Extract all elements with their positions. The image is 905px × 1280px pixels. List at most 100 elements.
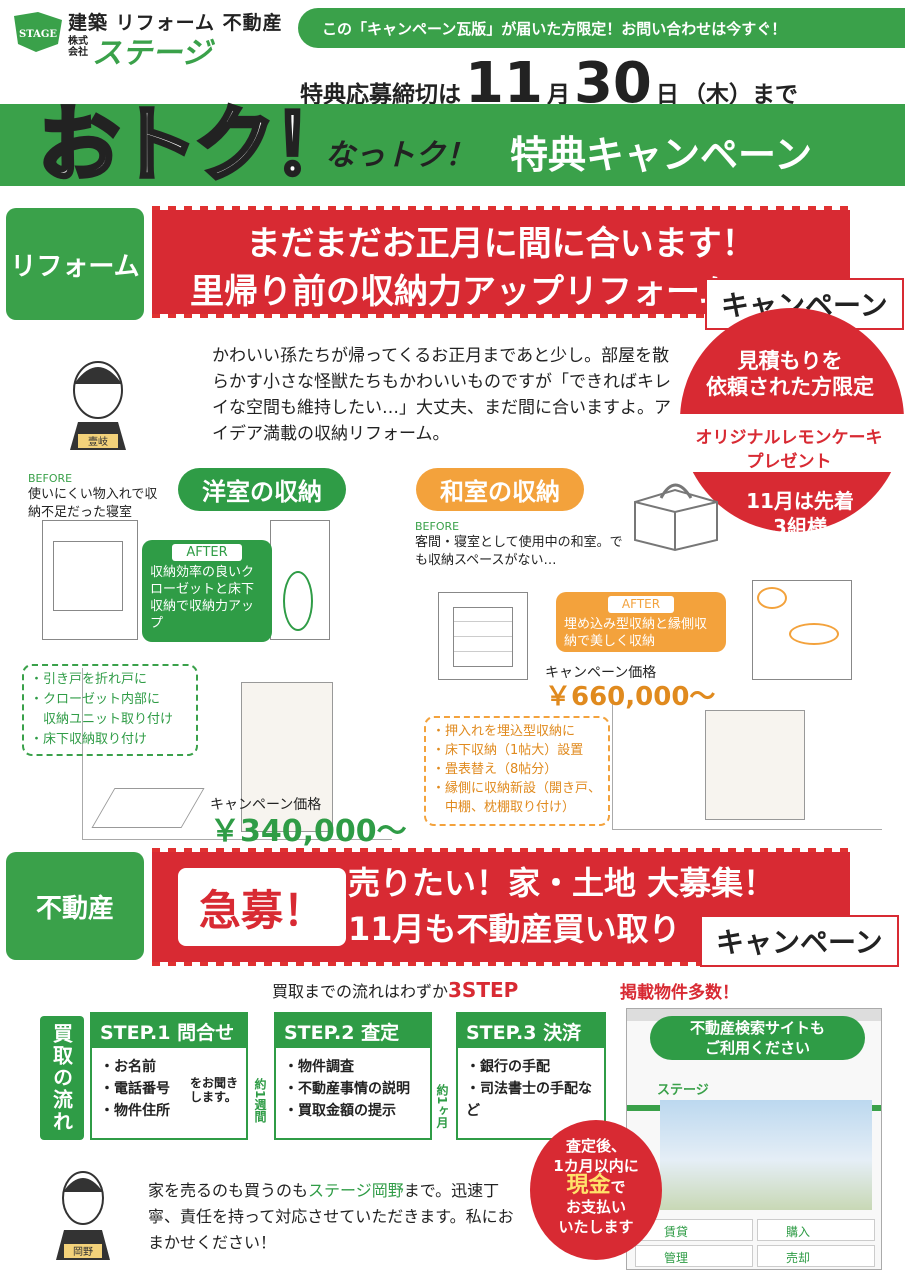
offer-line6: 3組様 — [773, 515, 827, 539]
floor-plan-before-youshitsu — [42, 520, 138, 640]
after-label-washitsu: AFTER — [608, 596, 674, 613]
fudosan-banner-line1: 売りたい！家・土地 大募集！ — [348, 864, 776, 902]
offer-badge — [676, 308, 905, 532]
after-box-washitsu: AFTER 埋め込み型収納と縁側収納で美しく収納 — [556, 592, 726, 652]
step2-body: ・物件調査 ・不動産事情の説明 ・買取金額の提示 — [276, 1048, 430, 1130]
site-menu-item: 賃貸 — [635, 1219, 753, 1241]
reform-banner-line2: 里帰り前の収納力アップリフォーム — [190, 272, 733, 312]
staff-portrait-iki: 壹岐 — [70, 361, 126, 450]
list-item: ・電話番号 — [100, 1081, 170, 1097]
after-text-youshitsu: 収納効率の良いクローゼットと床下収納で収納力アップ — [150, 565, 255, 631]
fudosan-message: 家を売るのも買うのもステージ岡野まで。迅速丁寧、責任を持って対応させていただきま… — [148, 1178, 518, 1256]
fudosan-campaign-tag: キャンペーン — [700, 915, 899, 967]
flow-heading-em: 3STEP — [448, 978, 519, 1002]
title-bar — [0, 104, 905, 186]
banner-stripe-top — [152, 848, 850, 852]
deadline-day-unit: 日 — [655, 82, 679, 108]
offer-line1: 見積もりを — [737, 349, 843, 373]
after-label-youshitsu: AFTER — [172, 544, 242, 561]
message-em: ステージ岡野 — [308, 1181, 404, 1200]
price-label-washitsu: キャンペーン価格 — [545, 665, 657, 681]
payment-line2: 1カ月以内に — [553, 1157, 639, 1175]
logo-company-name: ステージ — [92, 36, 212, 71]
message-pre: 家を売るのも買うのも — [148, 1181, 309, 1200]
payment-badge — [530, 1120, 662, 1260]
deadline-day: 30 — [573, 51, 652, 116]
nattoku-heading: なっトク！ — [325, 138, 475, 173]
list-item: ・縁側に収納新設（開き戸、 — [432, 781, 602, 796]
list-item: ・物件調査 — [284, 1059, 354, 1075]
offer-line4: プレゼント — [746, 452, 832, 472]
step1-note: をお聞きします。 — [190, 1076, 239, 1104]
payment-text-bottom: 現金で お支払い いたします — [530, 1173, 662, 1237]
list-item: 中棚、枕棚取り付け） — [432, 800, 576, 815]
flow-heading-text: 買取までの流れはわずか — [272, 982, 449, 1001]
floor-plan-after-washitsu — [752, 580, 852, 680]
banner-stripe-top — [152, 206, 850, 210]
before-label-washitsu: BEFORE — [415, 520, 460, 533]
offer-text: 見積もりを 依頼された方限定 — [705, 348, 875, 400]
site-menu-item: 購入 — [757, 1219, 875, 1241]
campaign-heading: 特典キャンペーン — [510, 133, 813, 177]
list-item: ・不動産事情の説明 — [284, 1081, 410, 1097]
reform-intro-text: かわいい孫たちが帰ってくるお正月まであと少し。部屋を散らかす小さな怪獣たちもかわ… — [212, 346, 671, 444]
offer-line5: 11月は先着 — [746, 489, 854, 513]
list-item: ・司法書士の手配など — [466, 1081, 592, 1119]
otoku-heading: おトク！ — [36, 96, 356, 195]
payment-cash: 現金 — [566, 1173, 611, 1198]
step3-title: STEP.3 決済 — [458, 1014, 604, 1048]
step1-title: STEP.1 問合せ — [92, 1014, 246, 1048]
before-text-washitsu: 客間・寝室として使用中の和室。でも収納スペースがない… — [415, 535, 623, 568]
deadline-month-unit: 月 — [546, 82, 570, 108]
listings-note: 掲載物件多数！ — [620, 983, 739, 1003]
banner-stripe-bottom — [152, 962, 850, 966]
after-text-washitsu: 埋め込み型収納と縁側収納で美しく収納 — [564, 617, 708, 649]
staff-portrait-okano: 岡野 — [56, 1171, 110, 1260]
list-item: ・畳表替え（8帖分） — [432, 762, 558, 777]
period-step1: 約1週間 — [253, 1078, 267, 1123]
fudosan-banner-line2: 11月も不動産買い取り — [348, 910, 681, 948]
list-item: ・買取金額の提示 — [284, 1103, 396, 1119]
message-post: まで。迅速丁寧、責任を持って対応させていただきます。私におまかせください！ — [148, 1181, 514, 1252]
step3-box: STEP.3 決済 ・銀行の手配 ・司法書士の手配など — [456, 1012, 606, 1140]
site-bubble-line2: ご利用ください — [704, 1039, 810, 1057]
list-item: ・引き戸を折れ戸に — [30, 672, 148, 687]
list-item: ・クローゼット内部に — [30, 692, 161, 707]
step3-body: ・銀行の手配 ・司法書士の手配など — [458, 1048, 604, 1130]
before-text-youshitsu: 使いにくい物入れで収納不足だった寝室 — [28, 487, 158, 520]
floor-plan-before-washitsu — [438, 592, 528, 680]
youshitsu-work-list: ・引き戸を折れ戸に ・クローゼット内部に 収納ユニット取り付け ・床下収納取り付… — [22, 664, 198, 756]
offer-line2: 依頼された方限定 — [706, 375, 874, 399]
site-menu-item: 売却 — [757, 1245, 875, 1267]
reform-banner — [152, 206, 850, 318]
step2-title: STEP.2 査定 — [276, 1014, 430, 1048]
washitsu-heading: 和室の収納 — [416, 468, 584, 511]
staff-name-okano: 岡野 — [73, 1246, 93, 1258]
period-step2: 約1ヶ月 — [435, 1084, 449, 1129]
reform-section-tag: リフォーム — [6, 208, 144, 320]
logo-mark-text: STAGE — [19, 29, 57, 40]
staff-name-iki: 壹岐 — [88, 435, 108, 448]
price-washitsu: ￥660,000〜 — [545, 682, 716, 712]
logo-mark: STAGE — [14, 12, 62, 52]
price-youshitsu: ￥340,000〜 — [210, 814, 407, 849]
site-bubble-line1: 不動産検索サイトも — [689, 1019, 825, 1037]
reform-banner-line1: まだまだお正月に間に合います！ — [246, 224, 756, 264]
banner-stripe-bottom — [152, 314, 850, 318]
top-banner: この「キャンペーン瓦版」が届いた方限定！お問い合わせは今すぐ！ — [298, 8, 905, 48]
washitsu-work-list: ・押入れを埋込型収納に ・床下収納（1帖大）設置 ・畳表替え（8帖分） ・縁側に… — [424, 716, 610, 826]
list-item: 収納ユニット取り付け — [30, 712, 174, 727]
site-menu-item: 管理 — [635, 1245, 753, 1267]
list-item: ・床下収納（1帖大）設置 — [432, 743, 584, 758]
after-box-youshitsu: AFTER 収納効率の良いクローゼットと床下収納で収納力アップ — [142, 540, 272, 642]
deadline-weekday: （木）まで — [682, 82, 798, 108]
list-item: ・銀行の手配 — [466, 1059, 550, 1075]
list-item: ・押入れを埋込型収納に — [432, 724, 576, 739]
list-item: ・床下収納取り付け — [30, 732, 148, 747]
step1-box: STEP.1 問合せ ・お名前 ・電話番号 ・物件住所 — [90, 1012, 248, 1140]
payment-text-top: 査定後、 1カ月以内に — [530, 1136, 662, 1176]
payment-line5: いたします — [558, 1218, 634, 1236]
step1-body: ・お名前 ・電話番号 ・物件住所 — [92, 1048, 246, 1130]
site-logo: ステージ — [657, 1083, 709, 1098]
offer-gift: オリジナルレモンケーキ プレゼント — [676, 426, 902, 474]
